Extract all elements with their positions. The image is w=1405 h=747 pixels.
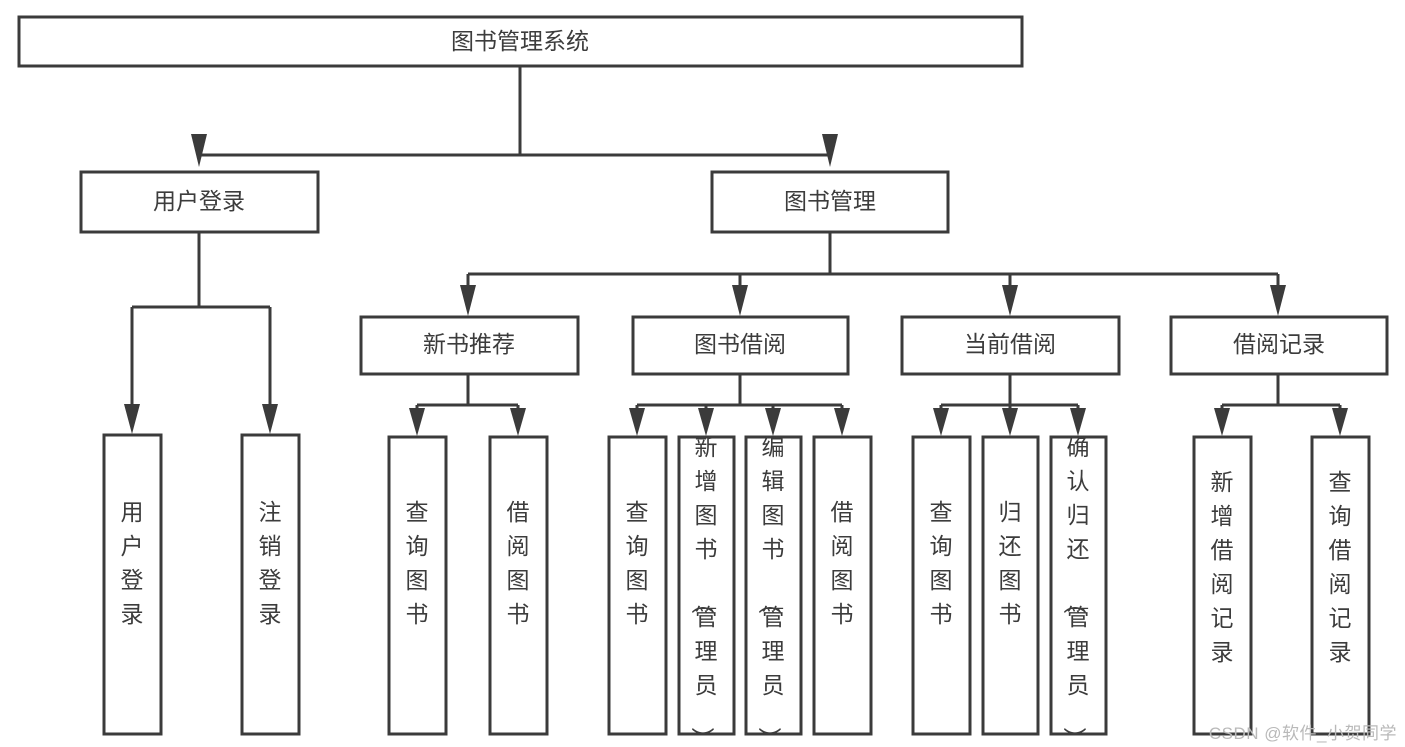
- node-leaf-add-book[interactable]: 新增图书（管理员）: [677, 434, 736, 747]
- node-borrow-record-box[interactable]: [1169, 315, 1389, 376]
- node-leaf-edit-book-label: 编辑图书（管理员）: [757, 434, 785, 747]
- node-new-book-recommend[interactable]: 新书推荐: [359, 315, 580, 376]
- arrowhead-leaf-return-book: [1002, 408, 1018, 436]
- node-leaf-return-book-box[interactable]: [981, 435, 1040, 736]
- node-root-label: 图书管理系统: [451, 28, 589, 54]
- node-leaf-borrow-book-1[interactable]: 借阅图书: [488, 435, 549, 736]
- node-borrow-record-label: 借阅记录: [1233, 331, 1325, 357]
- node-user-login[interactable]: 用户登录: [79, 170, 320, 234]
- node-new-book-recommend-label: 新书推荐: [423, 331, 515, 357]
- node-leaf-query-book-2-label: 查询图书: [626, 499, 649, 627]
- arrowhead-leaf-logout-login: [262, 404, 278, 434]
- arrowhead-leaf-query-book-1: [409, 408, 425, 436]
- node-leaf-user-login-box[interactable]: [102, 433, 163, 736]
- arrowhead-user-login: [191, 134, 207, 167]
- node-current-borrow[interactable]: 当前借阅: [900, 315, 1121, 376]
- node-root-box[interactable]: [17, 15, 1024, 68]
- node-book-borrow-label: 图书借阅: [694, 331, 786, 357]
- node-leaf-logout-login-label: 注销登录: [259, 499, 282, 627]
- arrowhead-leaf-confirm-return: [1070, 408, 1086, 436]
- node-new-book-recommend-box[interactable]: [359, 315, 580, 376]
- arrowhead-new-book-recommend: [460, 285, 476, 316]
- node-leaf-query-book-1-box[interactable]: [387, 435, 448, 736]
- node-leaf-query-book-2-box[interactable]: [607, 435, 668, 736]
- node-leaf-logout-login-box[interactable]: [240, 433, 301, 736]
- node-leaf-user-login[interactable]: 用户登录: [102, 433, 163, 736]
- node-leaf-borrow-book-1-box[interactable]: [488, 435, 549, 736]
- node-leaf-borrow-book-1-label: 借阅图书: [507, 499, 530, 627]
- node-leaf-confirm-return[interactable]: 确认归还（管理员）: [1049, 434, 1108, 747]
- node-leaf-confirm-return-box[interactable]: [1049, 435, 1108, 736]
- node-leaf-borrow-book-2-label: 借阅图书: [831, 499, 854, 627]
- node-user-login-label: 用户登录: [153, 188, 245, 214]
- node-leaf-query-record[interactable]: 查询借阅记录: [1310, 435, 1371, 736]
- node-leaf-user-login-label: 用户登录: [121, 499, 144, 627]
- node-leaf-query-book-2[interactable]: 查询图书: [607, 435, 668, 736]
- node-book-management[interactable]: 图书管理: [710, 170, 950, 234]
- node-leaf-borrow-book-2[interactable]: 借阅图书: [812, 435, 873, 736]
- node-leaf-query-book-3[interactable]: 查询图书: [911, 435, 972, 736]
- node-leaf-borrow-book-2-box[interactable]: [812, 435, 873, 736]
- node-leaf-return-book-label: 归还图书: [999, 499, 1022, 627]
- arrowheads-layer: [124, 134, 1348, 436]
- watermark-label: CSDN @软件_小贺同学: [1208, 724, 1397, 743]
- node-leaf-edit-book-box[interactable]: [744, 435, 803, 736]
- nodes-layer: 图书管理系统 用户登录 图书管理 新书推荐 图书借阅: [17, 15, 1389, 747]
- node-leaf-query-book-3-label: 查询图书: [930, 499, 953, 627]
- arrowhead-leaf-user-login: [124, 404, 140, 434]
- arrowhead-leaf-add-record: [1214, 408, 1230, 436]
- arrowhead-leaf-query-book-3: [933, 408, 949, 436]
- node-book-borrow-box[interactable]: [631, 315, 850, 376]
- arrowhead-current-borrow: [1002, 285, 1018, 316]
- node-leaf-add-record-label: 新增借阅记录: [1211, 469, 1234, 665]
- node-leaf-return-book[interactable]: 归还图书: [981, 435, 1040, 736]
- arrowhead-book-borrow: [732, 285, 748, 316]
- node-leaf-add-record-box[interactable]: [1192, 435, 1253, 736]
- node-borrow-record[interactable]: 借阅记录: [1169, 315, 1389, 376]
- arrowhead-leaf-borrow-book-2: [834, 408, 850, 436]
- node-user-login-box[interactable]: [79, 170, 320, 234]
- arrowhead-leaf-add-book: [698, 408, 714, 436]
- node-leaf-confirm-return-label: 确认归还（管理员）: [1062, 434, 1090, 747]
- node-book-borrow[interactable]: 图书借阅: [631, 315, 850, 376]
- node-current-borrow-label: 当前借阅: [964, 331, 1056, 357]
- arrowhead-borrow-record: [1270, 285, 1286, 316]
- node-leaf-query-book-3-box[interactable]: [911, 435, 972, 736]
- arrowhead-book-management: [822, 134, 838, 167]
- arrowhead-leaf-edit-book: [765, 408, 781, 436]
- node-book-management-label: 图书管理: [784, 188, 876, 214]
- node-leaf-edit-book[interactable]: 编辑图书（管理员）: [744, 434, 803, 747]
- arrowhead-leaf-query-record: [1332, 408, 1348, 436]
- arrowhead-leaf-query-book-2: [629, 408, 645, 436]
- node-leaf-logout-login[interactable]: 注销登录: [240, 433, 301, 736]
- node-leaf-query-book-1[interactable]: 查询图书: [387, 435, 448, 736]
- arrowhead-leaf-borrow-book-1: [510, 408, 526, 436]
- node-leaf-add-book-label: 新增图书（管理员）: [690, 434, 718, 747]
- node-leaf-add-record[interactable]: 新增借阅记录: [1192, 435, 1253, 736]
- node-book-management-box[interactable]: [710, 170, 950, 234]
- node-root[interactable]: 图书管理系统: [17, 15, 1024, 68]
- node-leaf-query-book-1-label: 查询图书: [406, 499, 429, 627]
- node-leaf-query-record-box[interactable]: [1310, 435, 1371, 736]
- node-leaf-add-book-box[interactable]: [677, 435, 736, 736]
- node-current-borrow-box[interactable]: [900, 315, 1121, 376]
- node-leaf-query-record-label: 查询借阅记录: [1329, 469, 1352, 665]
